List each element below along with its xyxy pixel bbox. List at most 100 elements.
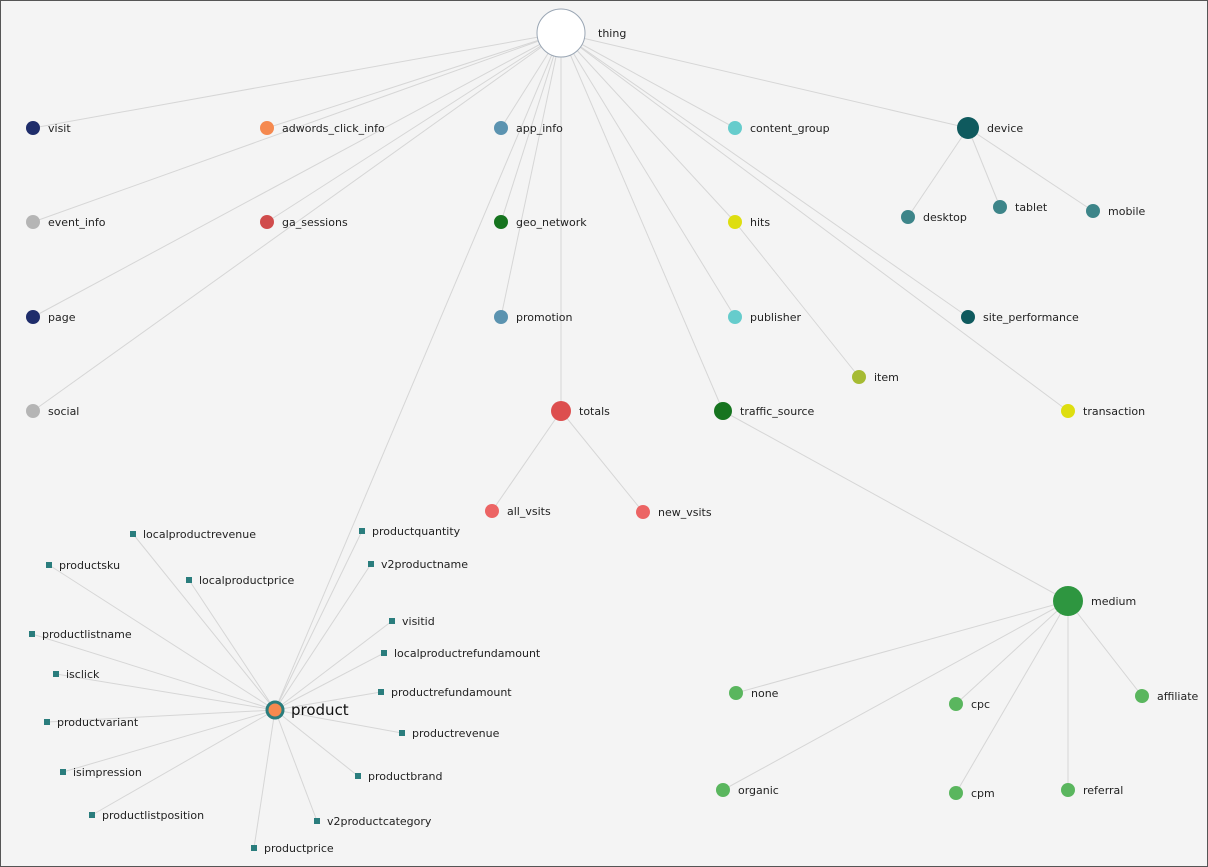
node-isimpression[interactable]: isimpression [60,766,142,779]
node-marker-v2productcategory[interactable] [314,818,320,824]
node-referral[interactable]: referral [1061,783,1123,797]
node-promotion[interactable]: promotion [494,310,573,324]
node-marker-productrevenue[interactable] [399,730,405,736]
node-publisher[interactable]: publisher [728,310,802,324]
node-localproductrevenue[interactable]: localproductrevenue [130,528,256,541]
node-mobile[interactable]: mobile [1086,204,1146,218]
node-productlistname[interactable]: productlistname [29,628,132,641]
node-productrefundamount[interactable]: productrefundamount [378,686,512,699]
node-marker-event_info[interactable] [26,215,40,229]
node-marker-localproductrevenue[interactable] [130,531,136,537]
node-social[interactable]: social [26,404,79,418]
node-marker-new_vsits[interactable] [636,505,650,519]
node-marker-cpm[interactable] [949,786,963,800]
node-marker-isclick[interactable] [53,671,59,677]
node-marker-productvariant[interactable] [44,719,50,725]
node-productquantity[interactable]: productquantity [359,525,461,538]
node-marker-social[interactable] [26,404,40,418]
node-affiliate[interactable]: affiliate [1135,689,1199,703]
node-marker-traffic_source[interactable] [714,402,732,420]
node-marker-productlistname[interactable] [29,631,35,637]
node-marker-affiliate[interactable] [1135,689,1149,703]
node-marker-item[interactable] [852,370,866,384]
node-all_vsits[interactable]: all_vsits [485,504,551,518]
node-app_info[interactable]: app_info [494,121,563,135]
node-totals[interactable]: totals [551,401,610,421]
node-productsku[interactable]: productsku [46,559,120,572]
node-tablet[interactable]: tablet [993,200,1048,214]
node-marker-visitid[interactable] [389,618,395,624]
node-marker-productbrand[interactable] [355,773,361,779]
node-visit[interactable]: visit [26,121,71,135]
node-productvariant[interactable]: productvariant [44,716,139,729]
node-event_info[interactable]: event_info [26,215,106,229]
node-marker-productsku[interactable] [46,562,52,568]
node-marker-device[interactable] [957,117,979,139]
node-marker-publisher[interactable] [728,310,742,324]
node-marker-app_info[interactable] [494,121,508,135]
node-marker-productprice[interactable] [251,845,257,851]
node-marker-all_vsits[interactable] [485,504,499,518]
node-ga_sessions[interactable]: ga_sessions [260,215,348,229]
node-content_group[interactable]: content_group [728,121,830,135]
node-marker-adwords_click_info[interactable] [260,121,274,135]
node-marker-totals[interactable] [551,401,571,421]
node-thing[interactable]: thing [536,8,626,58]
node-marker-none[interactable] [729,686,743,700]
node-marker-localproductprice[interactable] [186,577,192,583]
node-marker-visit[interactable] [26,121,40,135]
node-marker-organic[interactable] [716,783,730,797]
node-desktop[interactable]: desktop [901,210,967,224]
node-cpc[interactable]: cpc [949,697,990,711]
node-marker-medium[interactable] [1053,586,1083,616]
node-marker-referral[interactable] [1061,783,1075,797]
node-marker-productquantity[interactable] [359,528,365,534]
node-item[interactable]: item [852,370,899,384]
node-isclick[interactable]: isclick [53,668,100,681]
node-marker-v2productname[interactable] [368,561,374,567]
node-marker-isimpression[interactable] [60,769,66,775]
node-marker-geo_network[interactable] [494,215,508,229]
node-marker-promotion[interactable] [494,310,508,324]
node-cpm[interactable]: cpm [949,786,995,800]
node-product[interactable]: product [265,700,349,720]
node-marker-localproductrefundamount[interactable] [381,650,387,656]
node-geo_network[interactable]: geo_network [494,215,587,229]
node-productprice[interactable]: productprice [251,842,334,855]
node-localproductprice[interactable]: localproductprice [186,574,295,587]
node-marker-ga_sessions[interactable] [260,215,274,229]
node-traffic_source[interactable]: traffic_source [714,402,815,420]
node-marker-site_performance[interactable] [961,310,975,324]
node-marker-desktop[interactable] [901,210,915,224]
node-visitid[interactable]: visitid [389,615,435,628]
node-none[interactable]: none [729,686,779,700]
node-marker-product[interactable] [265,700,285,720]
node-productrevenue[interactable]: productrevenue [399,727,500,740]
node-marker-cpc[interactable] [949,697,963,711]
node-hits[interactable]: hits [728,215,770,229]
node-v2productname[interactable]: v2productname [368,558,468,571]
node-marker-transaction[interactable] [1061,404,1075,418]
node-marker-thing[interactable] [536,8,586,58]
node-adwords_click_info[interactable]: adwords_click_info [260,121,385,135]
node-medium[interactable]: medium [1053,586,1136,616]
node-v2productcategory[interactable]: v2productcategory [314,815,432,828]
node-new_vsits[interactable]: new_vsits [636,505,712,519]
node-device[interactable]: device [957,117,1023,139]
node-marker-productlistposition[interactable] [89,812,95,818]
node-marker-mobile[interactable] [1086,204,1100,218]
node-transaction[interactable]: transaction [1061,404,1145,418]
node-page[interactable]: page [26,310,76,324]
node-marker-hits[interactable] [728,215,742,229]
node-productlistposition[interactable]: productlistposition [89,809,204,822]
node-localproductrefundamount[interactable]: localproductrefundamount [381,647,541,660]
node-marker-productrefundamount[interactable] [378,689,384,695]
node-site_performance[interactable]: site_performance [961,310,1079,324]
node-marker-page[interactable] [26,310,40,324]
node-marker-content_group[interactable] [728,121,742,135]
node-productbrand[interactable]: productbrand [355,770,443,783]
node-marker-tablet[interactable] [993,200,1007,214]
node-organic[interactable]: organic [716,783,779,797]
